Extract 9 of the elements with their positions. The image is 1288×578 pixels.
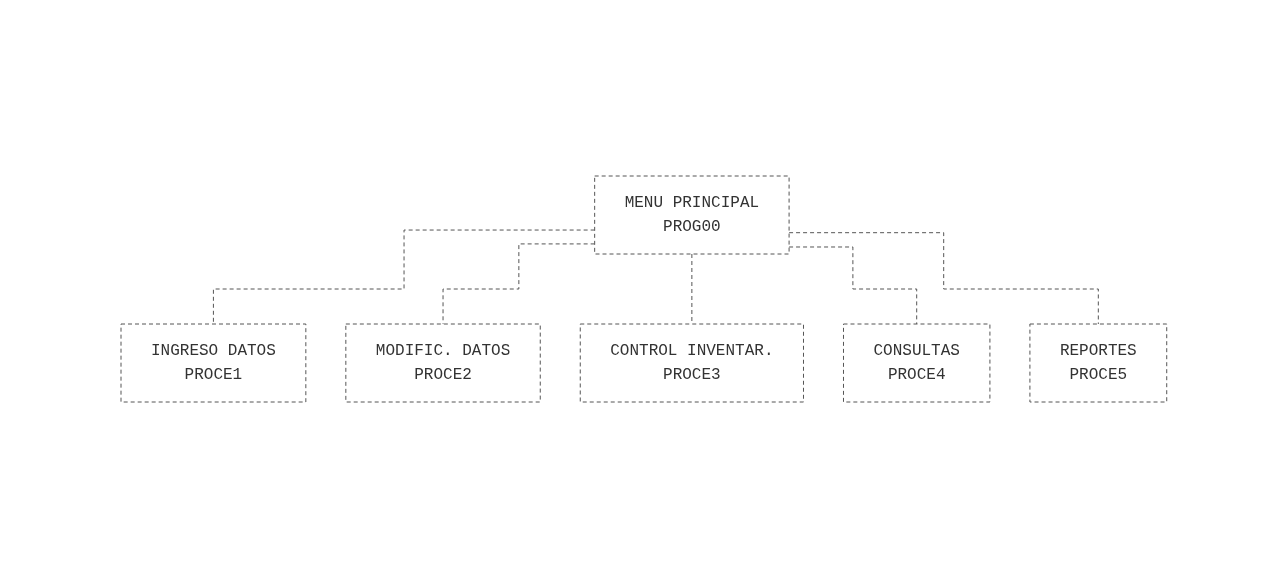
node-box: MODIFIC. DATOS PROCE2 — [345, 323, 541, 403]
connector — [788, 232, 1099, 325]
node-box: CONTROL INVENTAR. PROCE3 — [579, 323, 805, 403]
node-box: CONSULTAS PROCE4 — [843, 323, 991, 403]
node-box: REPORTES PROCE5 — [1029, 323, 1168, 403]
node-box: INGRESO DATOS PROCE1 — [120, 323, 307, 403]
connector — [788, 246, 918, 325]
connector — [213, 229, 596, 325]
node-box: MENU PRINCIPAL PROG00 — [594, 175, 790, 255]
